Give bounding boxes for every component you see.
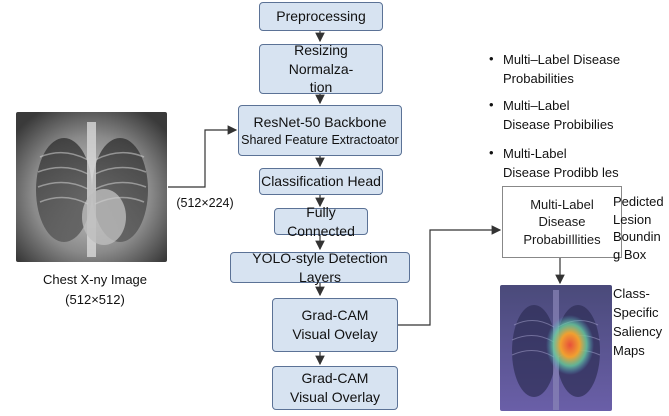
gradcam-heatmap-image [500, 285, 612, 411]
probability-box-line1: Multi-Label [530, 196, 594, 212]
output-bullet-2-line1: Multi–Label [503, 98, 570, 113]
preprocessing-label: Preprocessing [276, 8, 366, 25]
backbone-box: ResNet-50 Backbone Shared Feature Extrac… [238, 105, 402, 156]
output-bullet-1-line2: Probabilities [503, 70, 574, 86]
classification-head-box: Classification Head [259, 168, 383, 195]
bullet-dot: • [489, 145, 494, 160]
fully-connected-label: Fully Connected [287, 203, 355, 239]
probability-box: Multi-Label Disease ProbabiIllities [502, 186, 622, 258]
probability-box-line2: Disease [538, 214, 586, 230]
resize-label: (512×224) [176, 196, 234, 210]
chest-xray-image [16, 112, 167, 262]
output-bullet-3-line1: Multi-Label [503, 146, 567, 161]
resizing-box: Resizing Normalza- tion [259, 41, 383, 96]
backbone-subtitle: Shared Feature Extractoator [241, 132, 399, 147]
bullet-dot: • [489, 51, 494, 66]
lesion-line2: Lesion [613, 211, 652, 227]
backbone-title: ResNet-50 Backbone [253, 113, 387, 130]
bullet-dot: • [489, 97, 494, 112]
gradcam-1-title: Grad-CAM [301, 307, 369, 324]
input-caption: Chest X-ny Image (512×512) [20, 270, 170, 309]
gradcam-2-subtitle: Visual Overlay [289, 389, 380, 405]
output-bullet-1: • Multi–Label Disease Probabilities [489, 51, 621, 89]
gradcam-1-subtitle: Visual Ovelay [292, 326, 378, 342]
output-bullet-3-line2: Disease Prodibb les [503, 164, 619, 180]
gradcam-2-title: Grad-CAM [301, 370, 369, 387]
gradcam-box-1: Grad-CAM Visual Ovelay [272, 298, 398, 352]
input-caption-title: Chest X-ny Image [42, 272, 148, 287]
classification-head-label: Classification Head [261, 173, 381, 190]
probability-box-line3: ProbabiIllities [523, 231, 601, 247]
saliency-line2: Specific [613, 304, 659, 320]
saliency-line3: Saliency [613, 323, 663, 339]
yolo-box: YOLO-style Detection Layers [230, 250, 410, 285]
lesion-line3: Boundin [613, 229, 661, 245]
output-bullet-3: • Multi-Label Disease Prodibb les [489, 145, 619, 183]
resizing-label-line2: tion [309, 79, 333, 96]
lesion-line1: Pedicted [613, 194, 664, 209]
saliency-line1: Class- [613, 286, 650, 301]
output-bullet-1-line1: Multi–Label Disease [503, 52, 621, 67]
gradcam-box-2: Grad-CAM Visual Overlay [272, 366, 398, 410]
output-bullet-2-line2: Disease Probibilies [503, 116, 614, 132]
lesion-line4: g Box [613, 246, 647, 262]
lesion-bbox-label: Pedicted Lesion Boundin g Box [613, 193, 669, 263]
input-caption-size: (512×512) [65, 291, 125, 307]
saliency-label: Class- Specific Saliency Maps [613, 285, 669, 360]
saliency-line4: Maps [613, 342, 645, 358]
yolo-label: YOLO-style Detection Layers [252, 249, 388, 285]
preprocessing-box: Preprocessing [259, 2, 383, 31]
fully-connected-box: Fully Connected [274, 204, 368, 239]
output-bullet-2: • Multi–Label Disease Probibilies [489, 97, 614, 135]
resizing-label-line1: Resizing Normalza- [288, 41, 354, 77]
